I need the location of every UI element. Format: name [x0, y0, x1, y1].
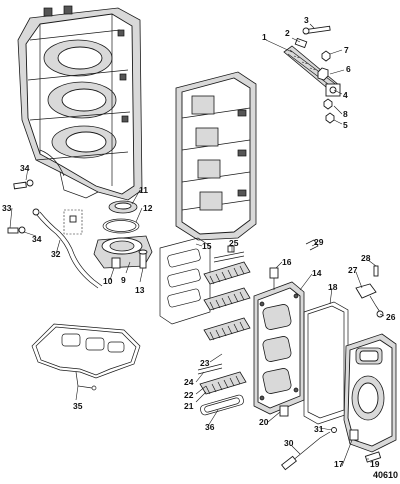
- callout-25: 25: [229, 238, 239, 248]
- intake-manifold: [253, 267, 305, 417]
- callout-29: 29: [314, 237, 324, 247]
- callout-19: 19: [370, 459, 380, 469]
- reed-row-2: [203, 287, 251, 311]
- bolt-hose-group: [7, 179, 103, 289]
- callout-11: 11: [139, 185, 148, 195]
- sender-assembly: [283, 25, 341, 124]
- callout-10: 10: [103, 276, 113, 286]
- adapter-plate: [281, 239, 397, 471]
- leader-lines: [9, 23, 385, 467]
- callout-21: 21: [184, 401, 194, 411]
- reed-row-4: [199, 371, 247, 395]
- callout-27: 27: [348, 265, 358, 275]
- callout-1: 1: [262, 32, 267, 42]
- callout-labels: 1 2 3 4 5 6 7 8 9 10 11 12 13 14 15 16 1…: [2, 15, 396, 469]
- callout-8: 8: [343, 109, 348, 119]
- callout-20: 20: [259, 417, 269, 427]
- callout-31: 31: [314, 424, 324, 434]
- callout-9: 9: [121, 275, 126, 285]
- callout-30: 30: [284, 438, 294, 448]
- figure-id-label: 40610: [372, 470, 398, 480]
- gasket-18: [303, 301, 349, 425]
- callout-4: 4: [343, 90, 348, 100]
- callout-12: 12: [143, 203, 153, 213]
- callout-2: 2: [285, 28, 290, 38]
- callout-24: 24: [184, 377, 194, 387]
- callout-7: 7: [344, 45, 349, 55]
- callout-15: 15: [202, 241, 212, 251]
- callout-17: 17: [334, 459, 344, 469]
- callout-13: 13: [135, 285, 145, 295]
- reed-row-3: [203, 317, 251, 341]
- callout-33: 33: [2, 203, 12, 213]
- callout-23: 23: [200, 358, 210, 368]
- bearing-housing-group: [93, 200, 153, 269]
- callout-36: 36: [205, 422, 215, 432]
- gasket-35: [31, 323, 141, 391]
- callout-22: 22: [184, 390, 194, 400]
- callout-18: 18: [328, 282, 338, 292]
- cylinder-head: [175, 71, 257, 241]
- callout-16: 16: [282, 257, 292, 267]
- callout-34-upper: 34: [20, 163, 30, 173]
- callout-26: 26: [386, 312, 396, 322]
- callout-35: 35: [73, 401, 83, 411]
- callout-28: 28: [361, 253, 371, 263]
- cylinder-block: [17, 5, 143, 201]
- callout-14: 14: [312, 268, 322, 278]
- callout-34-lower: 34: [32, 234, 42, 244]
- callout-5: 5: [343, 120, 348, 130]
- callout-32: 32: [51, 249, 61, 259]
- reed-row-1: [203, 261, 251, 285]
- reed-valve-group: [159, 237, 251, 416]
- callout-3: 3: [304, 15, 309, 25]
- callout-6: 6: [346, 64, 351, 74]
